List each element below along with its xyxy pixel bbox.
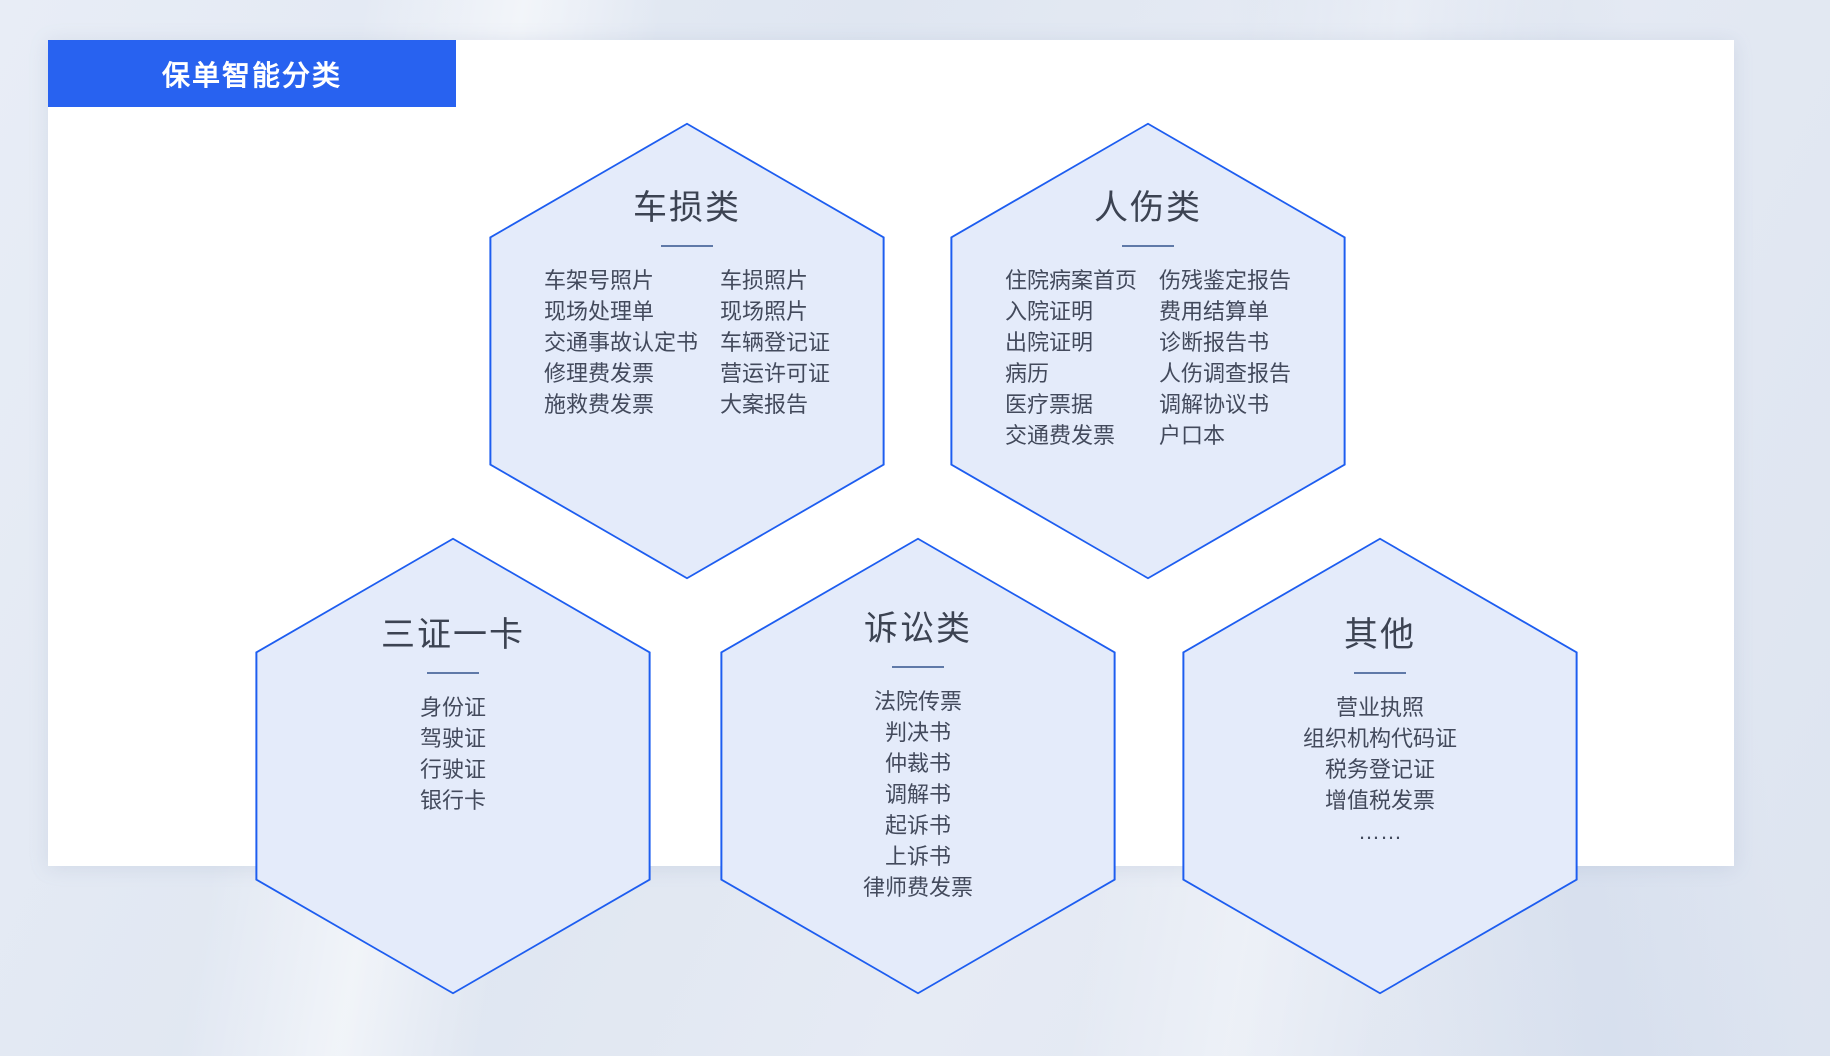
category-hexagon-vehicle-damage[interactable]: 车损类 车架号照片 现场处理单 交通事故认定书 修理费发票 施救费发票 车损照片… [487,120,887,582]
list-item: 现场照片 [720,299,809,324]
list-item: 人伤调查报告 [1159,361,1292,386]
list-item: 调解协议书 [1159,392,1270,417]
page-title: 保单智能分类 [161,59,342,91]
list-item: 现场处理单 [543,299,654,324]
category-item-columns: 车架号照片 现场处理单 交通事故认定书 修理费发票 施救费发票 车损照片 现场照… [544,265,830,420]
list-item: 税务登记证 [1324,757,1435,782]
list-item: 医疗票据 [1004,392,1093,417]
list-item: 出院证明 [1004,330,1093,355]
category-item-columns: 住院病案首页 入院证明 出院证明 病历 医疗票据 交通费发票 伤残鉴定报告 费用… [1005,265,1291,451]
title-divider [892,666,944,668]
category-hexagon-three-certs-one-card[interactable]: 三证一卡 身份证 驾驶证 行驶证 银行卡 [253,535,653,997]
category-column-right: 车损照片 现场照片 车辆登记证 营运许可证 大案报告 [720,265,830,420]
list-item: 行驶证 [419,757,486,782]
category-item-list: 身份证 驾驶证 行驶证 银行卡 [420,692,486,816]
category-hexagon-litigation[interactable]: 诉讼类 法院传票 判决书 仲裁书 调解书 起诉书 上诉书 律师费发票 [718,535,1118,997]
category-title: 车损类 [633,189,741,227]
list-item: 修理费发票 [543,361,654,386]
list-item: 交通事故认定书 [543,330,698,355]
list-item: 仲裁书 [884,751,951,776]
category-hexagon-personal-injury[interactable]: 人伤类 住院病案首页 入院证明 出院证明 病历 医疗票据 交通费发票 伤残鉴定报… [948,120,1348,582]
list-item: 驾驶证 [419,726,486,751]
list-item: 组织机构代码证 [1302,726,1457,751]
list-item: 费用结算单 [1159,299,1270,324]
list-item: 车辆登记证 [720,330,831,355]
list-item: 法院传票 [873,689,962,714]
category-column-left: 住院病案首页 入院证明 出院证明 病历 医疗票据 交通费发票 [1005,265,1137,451]
list-item: 增值税发票 [1324,788,1435,813]
list-item: 交通费发票 [1004,423,1115,448]
category-item-list: 营业执照 组织机构代码证 税务登记证 增值税发票 …… [1303,692,1457,847]
list-item: 起诉书 [884,813,951,838]
category-title: 人伤类 [1094,189,1202,227]
list-item: 伤残鉴定报告 [1159,268,1292,293]
title-divider [1354,672,1406,674]
title-divider [661,245,713,247]
list-item: 调解书 [884,782,951,807]
list-item: 营运许可证 [720,361,831,386]
category-item-list: 法院传票 判决书 仲裁书 调解书 起诉书 上诉书 律师费发票 [863,686,973,903]
list-item: 律师费发票 [862,875,973,900]
list-item: 户口本 [1159,423,1226,448]
list-item: 车架号照片 [543,268,654,293]
title-divider [427,672,479,674]
category-title: 其他 [1344,616,1416,654]
category-title: 三证一卡 [381,616,525,654]
list-item: 诊断报告书 [1159,330,1270,355]
list-item: 入院证明 [1004,299,1093,324]
slide-title-banner: 保单智能分类 [48,40,456,107]
category-title: 诉讼类 [864,610,972,648]
list-item: 住院病案首页 [1004,268,1137,293]
list-item: 车损照片 [720,268,809,293]
list-item: …… [1357,819,1402,844]
list-item: 判决书 [884,720,951,745]
list-item: 大案报告 [720,392,809,417]
list-item: 施救费发票 [543,392,654,417]
category-hexagon-others[interactable]: 其他 营业执照 组织机构代码证 税务登记证 增值税发票 …… [1180,535,1580,997]
category-column-left: 车架号照片 现场处理单 交通事故认定书 修理费发票 施救费发票 [544,265,698,420]
list-item: 上诉书 [884,844,951,869]
list-item: 病历 [1004,361,1049,386]
list-item: 身份证 [419,695,486,720]
category-column-right: 伤残鉴定报告 费用结算单 诊断报告书 人伤调查报告 调解协议书 户口本 [1159,265,1291,451]
title-divider [1122,245,1174,247]
list-item: 营业执照 [1335,695,1424,720]
list-item: 银行卡 [419,788,486,813]
